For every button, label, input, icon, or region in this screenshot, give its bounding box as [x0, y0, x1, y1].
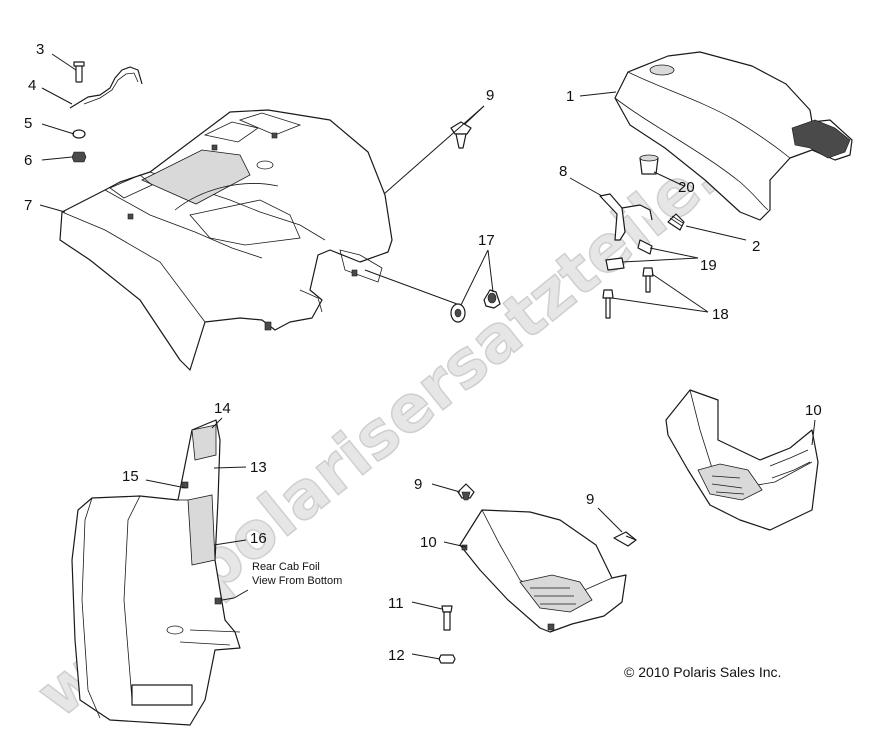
grommet-part-17	[450, 289, 501, 323]
callout-9-top: 9	[486, 87, 494, 104]
callout-9-center-right: 9	[586, 491, 594, 508]
callout-19: 19	[700, 257, 717, 274]
clip-part-19	[605, 239, 653, 271]
callout-16: 16	[250, 530, 267, 547]
pin-part-18	[602, 267, 654, 319]
screw-part-11	[441, 605, 453, 631]
leader-lines	[39, 53, 816, 660]
callout-1: 1	[566, 88, 574, 105]
rear-cab-foil-note: Rear Cab Foil View From Bottom	[252, 561, 342, 587]
callout-6: 6	[24, 152, 32, 169]
note-line-1: Rear Cab Foil	[252, 561, 320, 573]
grommet-part-20	[639, 154, 659, 175]
callout-labels: 1 2 3 4 5 6 7 8 9 9 9 10 10 11 12 13 14 …	[24, 41, 822, 664]
callout-4: 4	[28, 77, 36, 94]
callout-2: 2	[752, 238, 760, 255]
footwell-part-10-center	[459, 509, 627, 633]
bracket-part-4	[69, 66, 143, 109]
copyright-text: © 2010 Polaris Sales Inc.	[624, 664, 781, 680]
callout-5: 5	[24, 115, 32, 132]
nut-part-6	[71, 151, 87, 163]
callout-18: 18	[712, 306, 729, 323]
callout-8: 8	[559, 163, 567, 180]
callout-14: 14	[214, 400, 231, 417]
callout-17: 17	[478, 232, 495, 249]
callout-3: 3	[36, 41, 44, 58]
push-rivet-part-9-center-right	[613, 531, 637, 547]
callout-11: 11	[388, 595, 404, 612]
bolt-part-3	[73, 61, 85, 83]
footwell-part-10-right	[665, 389, 819, 531]
callout-10-right: 10	[805, 402, 822, 419]
callout-9-center-left: 9	[414, 476, 422, 493]
nut-part-12	[438, 654, 456, 664]
note-line-2: View From Bottom	[252, 575, 342, 587]
bracket-part-8	[599, 193, 653, 241]
seat-part-1	[614, 51, 853, 221]
callout-10-center: 10	[420, 534, 437, 551]
side-panel-assembly	[71, 419, 241, 726]
callout-13: 13	[250, 459, 267, 476]
callout-20: 20	[678, 179, 695, 196]
spring-part-2	[667, 213, 685, 231]
callout-7: 7	[24, 197, 32, 214]
rear-cab-part	[59, 109, 393, 371]
callout-15: 15	[122, 468, 139, 485]
push-rivet-part-9-center-left	[457, 483, 475, 501]
washer-part-5	[72, 129, 86, 139]
callout-12: 12	[388, 647, 405, 664]
